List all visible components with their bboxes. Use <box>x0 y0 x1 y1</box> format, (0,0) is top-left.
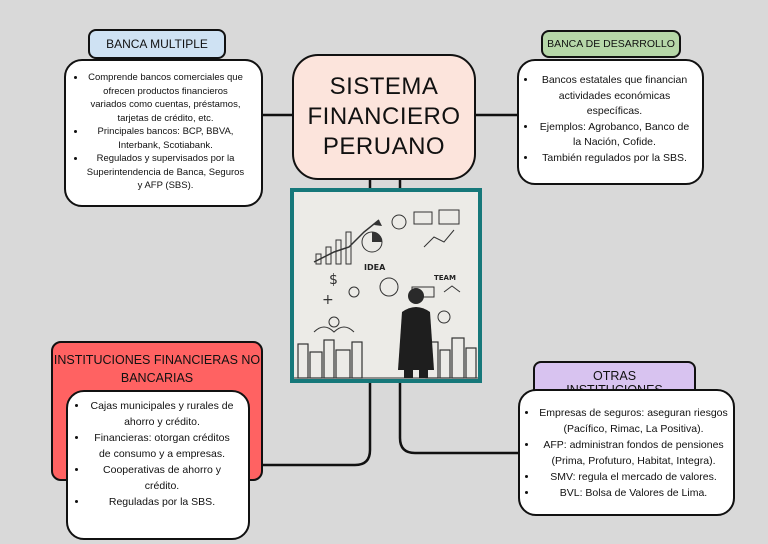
svg-text:$: $ <box>329 272 338 288</box>
list-item: Ejemplos: Agrobanco, Banco de la Nación,… <box>537 120 692 151</box>
title-line-2: FINANCIERO <box>307 103 461 130</box>
team-text: TEAM <box>434 274 456 282</box>
list-item: Cajas municipales y rurales de ahorro y … <box>88 398 236 430</box>
svg-text:+: + <box>322 292 334 308</box>
idea-text: IDEA <box>364 263 386 272</box>
otras-instituciones-list: Empresas de seguros: aseguran riesgos (P… <box>524 405 729 501</box>
list-item: Principales bancos: BCP, BBVA, Interbank… <box>86 125 245 152</box>
list-item: Comprende bancos comerciales que ofrecen… <box>86 71 245 125</box>
list-item: SMV: regula el mercado de valores. <box>538 469 729 485</box>
businessman-illustration: IDEA TEAM $ + <box>290 188 482 383</box>
banca-multiple-label: BANCA MULTIPLE <box>88 29 226 59</box>
list-item: BVL: Bolsa de Valores de Lima. <box>538 485 729 501</box>
no-bancarias-list: Cajas municipales y rurales de ahorro y … <box>74 398 236 510</box>
list-item: Bancos estatales que financian actividad… <box>537 73 692 120</box>
list-item: Cooperativas de ahorro y crédito. <box>88 462 236 494</box>
title-line-3: PERUANO <box>322 133 446 160</box>
banca-multiple-list: Comprende bancos comerciales que ofrecen… <box>72 71 245 193</box>
otras-label-line-1: OTRAS <box>592 369 637 383</box>
banca-multiple-card: Comprende bancos comerciales que ofrecen… <box>64 59 263 207</box>
no-bancarias-label-line-2: BANCARIAS <box>120 371 194 385</box>
otras-instituciones-card: Empresas de seguros: aseguran riesgos (P… <box>518 389 735 516</box>
list-item: AFP: administran fondos de pensiones (Pr… <box>538 437 729 469</box>
list-item: Financieras: otorgan créditos de consumo… <box>88 430 236 462</box>
list-item: También regulados por la SBS. <box>537 151 692 167</box>
list-item: Empresas de seguros: aseguran riesgos (P… <box>538 405 729 437</box>
central-title: SISTEMA FINANCIERO PERUANO <box>292 54 476 180</box>
list-item: Regulados y supervisados por la Superint… <box>86 152 245 193</box>
title-line-1: SISTEMA <box>329 73 439 100</box>
banca-desarrollo-label: BANCA DE DESARROLLO <box>541 30 681 58</box>
banca-desarrollo-card: Bancos estatales que financian actividad… <box>517 59 704 185</box>
no-bancarias-card: Cajas municipales y rurales de ahorro y … <box>66 390 250 540</box>
banca-desarrollo-list: Bancos estatales que financian actividad… <box>523 73 692 166</box>
no-bancarias-label-line-1: INSTITUCIONES FINANCIERAS NO <box>53 353 261 367</box>
list-item: Reguladas por la SBS. <box>88 494 236 510</box>
